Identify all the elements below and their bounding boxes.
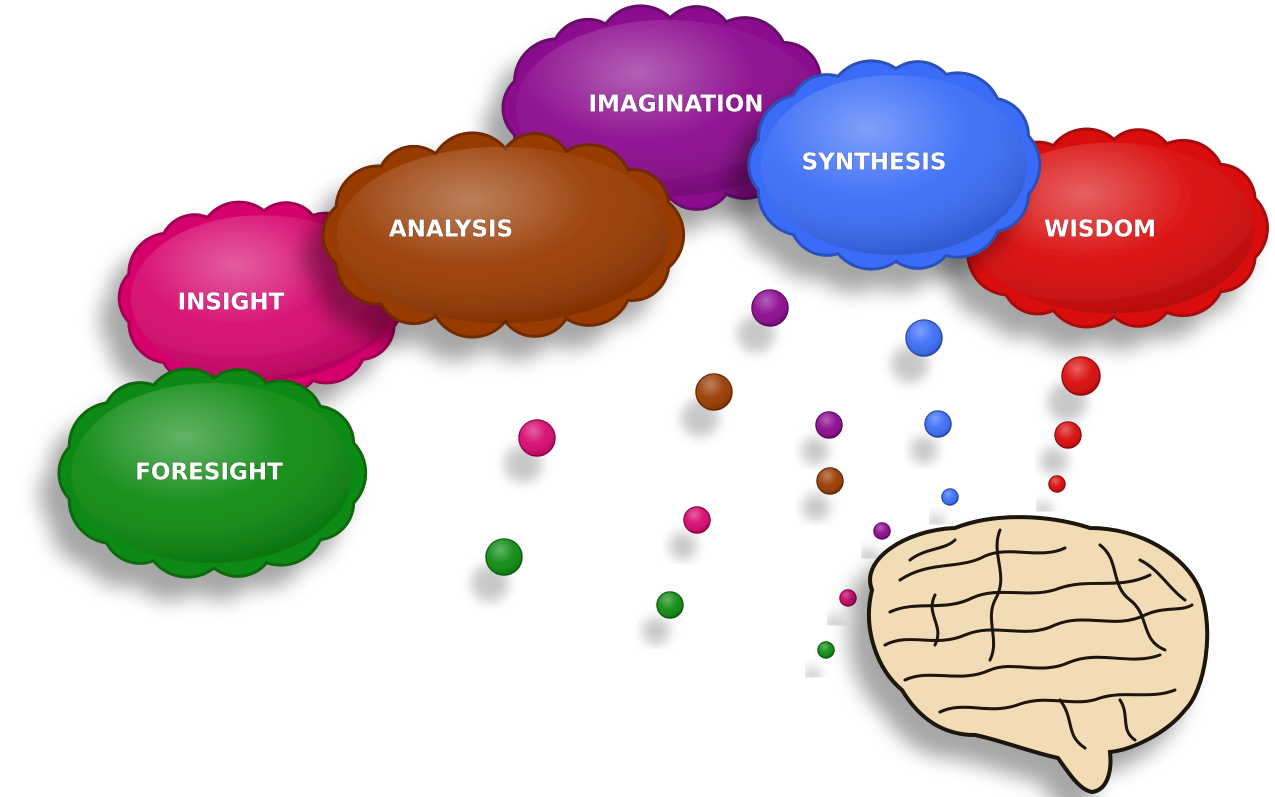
bubble [683, 506, 711, 534]
bubble [817, 641, 835, 659]
cloud-label-foresight: FORESIGHT [135, 460, 283, 486]
cloud-label-imagination: IMAGINATION [589, 92, 764, 118]
cloud-label-synthesis: SYNTHESIS [802, 150, 947, 176]
cloud-shape [321, 131, 686, 339]
cloud-label-insight: INSIGHT [178, 290, 285, 316]
bubble [839, 589, 857, 607]
bubble [485, 538, 523, 576]
bubble [873, 522, 891, 540]
brain-icon [867, 515, 1210, 795]
cloud-foresight: FORESIGHT [57, 367, 368, 579]
bubble [816, 467, 844, 495]
cloud-shape [57, 367, 368, 579]
bubble [656, 591, 684, 619]
cloud-label-analysis: ANALYSIS [389, 217, 513, 243]
bubble [1048, 475, 1066, 493]
cloud-insight: INSIGHT [117, 200, 407, 396]
bubble [695, 373, 733, 411]
cloud-analysis: ANALYSIS [321, 131, 686, 339]
cloud-synthesis: SYNTHESIS [747, 59, 1042, 271]
bubble [1054, 421, 1082, 449]
bubble [751, 289, 789, 327]
bubble [518, 419, 556, 457]
cloud-label-wisdom: WISDOM [1044, 217, 1156, 243]
bubble [905, 319, 943, 357]
bubble [1061, 356, 1101, 396]
bubble [815, 411, 843, 439]
bubbles [485, 289, 1101, 659]
cloud-shape [747, 59, 1042, 271]
bubble [941, 488, 959, 506]
bubble [924, 410, 952, 438]
